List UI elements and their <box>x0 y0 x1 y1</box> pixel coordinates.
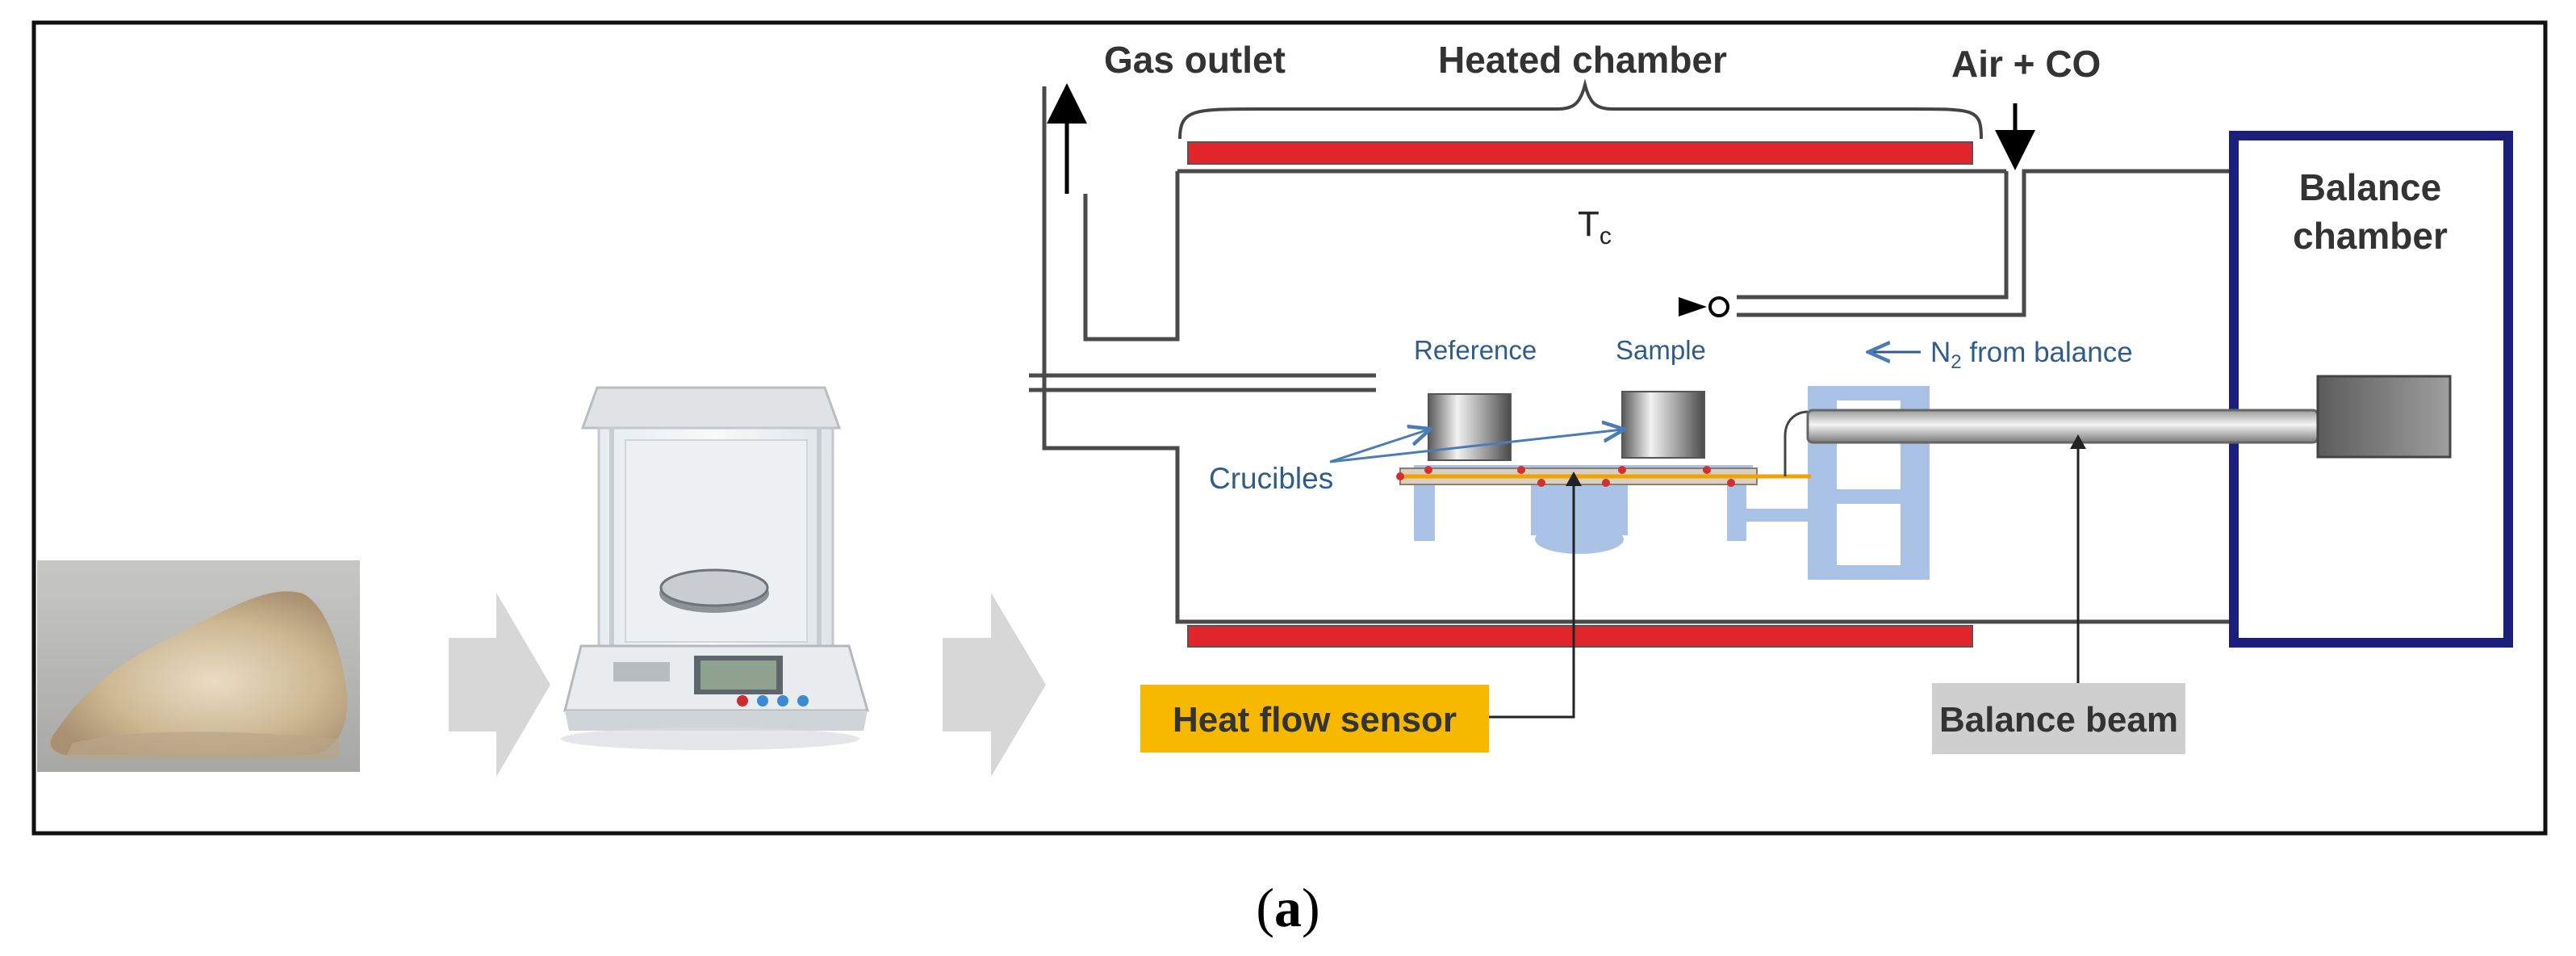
tc-subscript: c <box>1600 223 1612 249</box>
balance-beam-label: Balance beam <box>1939 700 2178 740</box>
balance-chamber-label-line1: Balance <box>2299 166 2441 208</box>
gas-inlet-return-arrow <box>1679 296 1729 317</box>
crucibles-label: Crucibles <box>1209 462 1333 495</box>
process-arrow-2 <box>943 593 1046 777</box>
balance-chamber-box <box>2229 131 2513 648</box>
crucibles-arrow-reference <box>1329 430 1428 463</box>
n2-from-balance-label: N2 from balance <box>1930 337 2133 373</box>
heat-flow-leader <box>1489 478 1575 719</box>
balance-chamber-label-line2: chamber <box>2293 215 2448 257</box>
sample-powder-photo <box>37 560 360 772</box>
reference-label: Reference <box>1414 335 1537 365</box>
furnace-tube <box>1029 86 2234 624</box>
heat-flow-sensor-plate <box>1396 466 1811 487</box>
caption-letter: a <box>1274 877 1302 938</box>
heat-flow-sensor-label: Heat flow sensor <box>1173 700 1457 740</box>
sample-label: Sample <box>1616 335 1706 365</box>
bottom-heater <box>1187 625 1973 648</box>
balance-beam-rod <box>1806 409 2319 444</box>
tc-label: Tc <box>1578 204 1612 249</box>
top-heater <box>1187 141 1973 165</box>
gas-outlet-label: Gas outlet <box>1104 39 1286 81</box>
sample-crucible <box>1621 391 1705 459</box>
crucibles-arrow-sample <box>1329 430 1622 463</box>
process-arrow-1 <box>449 593 550 777</box>
heat-flow-sensor-box <box>1140 685 1489 753</box>
heated-chamber-brace <box>1178 78 1983 140</box>
balance-block <box>2316 375 2452 459</box>
analytical-balance <box>561 386 869 750</box>
n2-subscript: 2 <box>1951 351 1961 373</box>
thermocouple-wire <box>1784 410 1809 476</box>
air-co-label: Air + CO <box>1951 43 2101 85</box>
figure-caption: (a) <box>1256 877 1320 938</box>
heated-chamber-label: Heated chamber <box>1438 39 1727 81</box>
balance-beam-box <box>1932 683 2185 754</box>
